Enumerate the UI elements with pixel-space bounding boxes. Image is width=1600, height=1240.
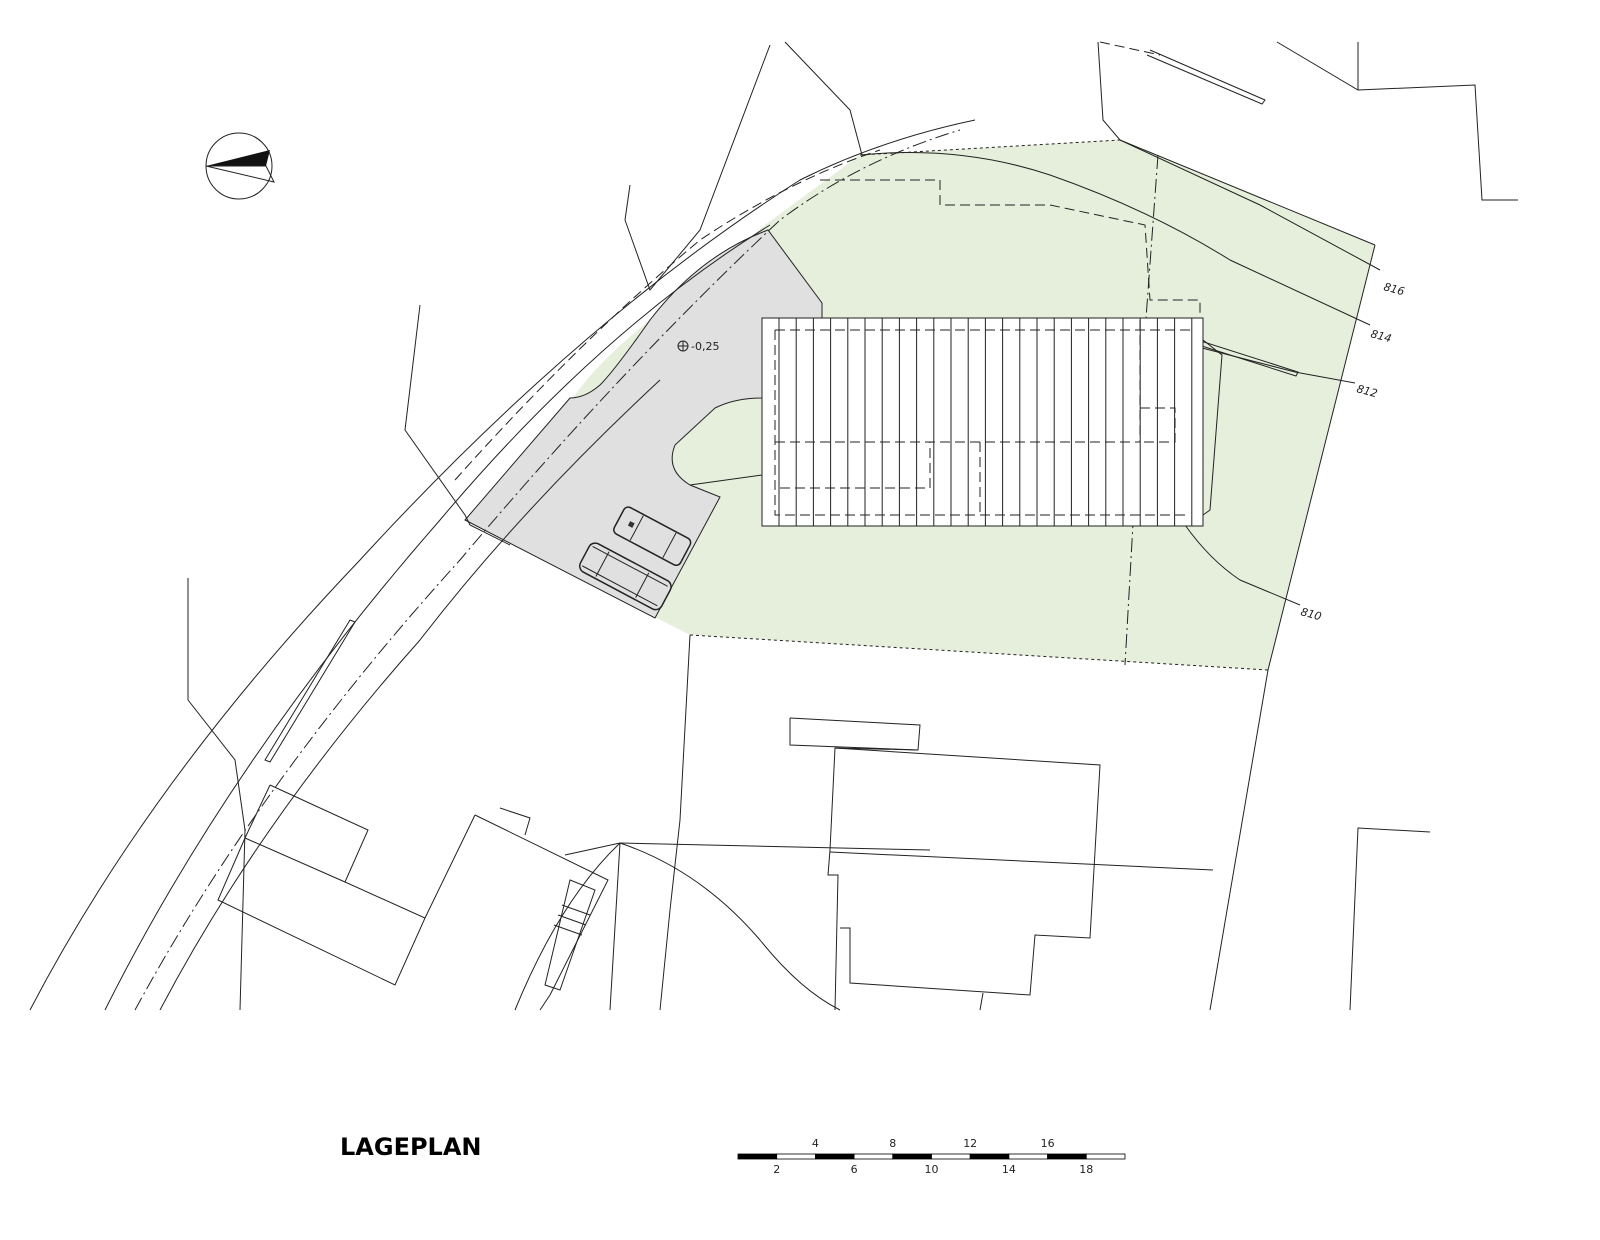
scale-segment	[1085, 1153, 1126, 1160]
scale-segment	[969, 1153, 1010, 1160]
paved-driveway	[464, 229, 823, 619]
scale-segment	[815, 1153, 855, 1160]
scale-bar: 4 8 12 16 2 6 10 14 18	[737, 1137, 1126, 1176]
north-arrow-icon	[205, 132, 275, 200]
contour-810	[1184, 524, 1301, 606]
scale-segment	[776, 1153, 816, 1160]
scale-segment	[1047, 1153, 1087, 1160]
scale-tick-label: 8	[889, 1137, 896, 1150]
contour-label-816: 816	[1382, 280, 1406, 298]
scale-tick-label: 14	[1002, 1163, 1016, 1176]
neighbor-buildings	[217, 717, 1214, 1011]
scale-tick-label: 10	[925, 1163, 939, 1176]
scale-tick-label: 6	[851, 1163, 858, 1176]
scale-tick-label: 16	[1041, 1137, 1055, 1150]
scale-segment	[1008, 1153, 1049, 1160]
svg-text:-0,25: -0,25	[691, 340, 719, 353]
scale-segment	[737, 1153, 778, 1160]
car-2	[579, 542, 672, 611]
car-1	[613, 506, 692, 567]
scale-segment	[892, 1153, 932, 1160]
scale-segment	[931, 1153, 971, 1160]
contour-814	[859, 152, 1371, 326]
main-building	[761, 317, 1223, 527]
contour-label-810: 810	[1299, 605, 1323, 623]
plan-title: LAGEPLAN	[340, 1133, 482, 1161]
scale-tick-label: 2	[773, 1163, 780, 1176]
scale-tick-label: 4	[812, 1137, 819, 1150]
scale-tick-label: 18	[1079, 1163, 1093, 1176]
elevation-marker: -0,25	[677, 340, 719, 353]
scale-segment	[853, 1153, 894, 1160]
scale-tick-label: 12	[963, 1137, 977, 1150]
contour-label-814: 814	[1369, 327, 1393, 345]
contour-816	[1119, 139, 1381, 271]
contour-label-812: 812	[1355, 382, 1379, 400]
road-edge	[29, 119, 976, 1011]
